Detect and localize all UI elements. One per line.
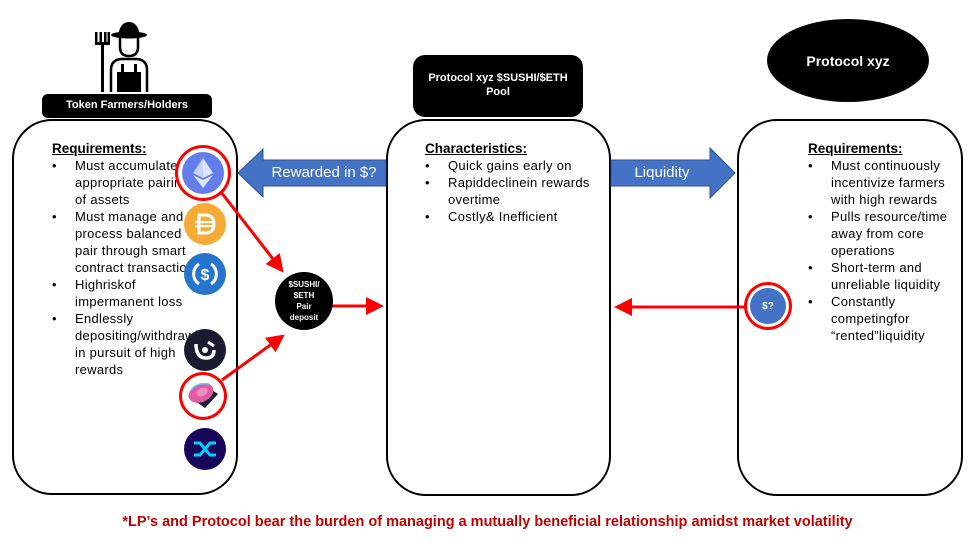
pool-title-line2: Pool [486,86,510,98]
farmers-requirement-item: Endlessly depositing/withdrawing in purs… [52,310,213,378]
eth-to-deposit-connector [219,191,284,273]
token-farmers-label: Token Farmers/Holders [42,94,212,118]
protocol-requirement-item: Short-term and unreliable liquidity [808,259,958,293]
farmers-requirement-item: Must manage and process balanced pair th… [52,208,202,276]
pool-characteristic-item: Quick gains early on [425,157,600,174]
farmers-requirements-heading: Requirements: [52,141,147,156]
token-farmers-title: Token Farmers/Holders [65,99,189,112]
farmers-requirements-panel: Requirements: Must accumulate appropriat… [12,119,238,495]
footer-note: *LP’s and Protocol bear the burden of ma… [122,514,853,530]
pool-characteristic-item: Costly& Inefficient [425,208,600,225]
reward-token-label: $? [762,300,774,312]
protocol-requirements-heading: Requirements: [808,141,903,156]
protocol-requirements-panel: Requirements: Must continuously incentiv… [737,119,963,496]
pool-title-line1: Protocol xyz $SUSHI/$ETH [428,72,568,85]
protocol-requirements-list: Must continuously incentivize farmers wi… [808,157,958,344]
farmers-requirements-list: Must accumulate appropriate pairing of a… [52,157,213,378]
eth-token-icon [182,152,224,194]
pair-deposit-line4: deposit [289,313,319,322]
farmer-icon [93,20,155,92]
protocol-xyz-title: Protocol xyz [806,52,890,69]
pair-deposit-line1: $SUSHI/ [288,280,320,289]
pool-label: Protocol xyz $SUSHI/$ETH Pool [413,55,583,117]
protocol-requirement-item: Pulls resource/time away from core opera… [808,208,958,259]
svg-text:$: $ [201,267,210,284]
sushi-token-icon [182,375,224,417]
pool-characteristics-heading: Characteristics: [425,141,528,156]
farmers-requirement-item: Highriskof impermanent loss [52,276,202,310]
liquidity-arrow-label: Liquidity [634,164,690,181]
1inch-token-icon [184,329,226,371]
pool-characteristic-item: Rapiddeclinein rewards overtime [425,174,600,208]
pool-characteristics-list: Quick gains early on Rapiddeclinein rewa… [425,157,600,225]
reward-token-node: $? [750,288,786,324]
pool-characteristics-panel: Characteristics: Quick gains early on Ra… [386,119,611,496]
pair-deposit-line2: $ETH [293,291,315,300]
sushi-to-deposit-connector [221,334,285,382]
liquidity-arrow [610,146,736,200]
dai-token-icon [184,203,226,245]
pair-deposit-line3: Pair [296,302,312,311]
usdc-token-icon: $ [184,253,226,295]
farmers-requirement-item: Must accumulate appropriate pairing of a… [52,157,202,208]
rewarded-arrow-label: Rewarded in $? [271,164,377,181]
rewarded-arrow [237,147,387,199]
protocol-xyz-label: Protocol xyz [767,19,929,102]
pair-deposit-node: $SUSHI/ $ETH Pair deposit [275,272,333,330]
synthetix-token-icon [184,428,226,470]
protocol-requirement-item: Must continuously incentivize farmers wi… [808,157,958,208]
protocol-requirement-item: Constantly competingfor “rented”liquidit… [808,293,958,344]
